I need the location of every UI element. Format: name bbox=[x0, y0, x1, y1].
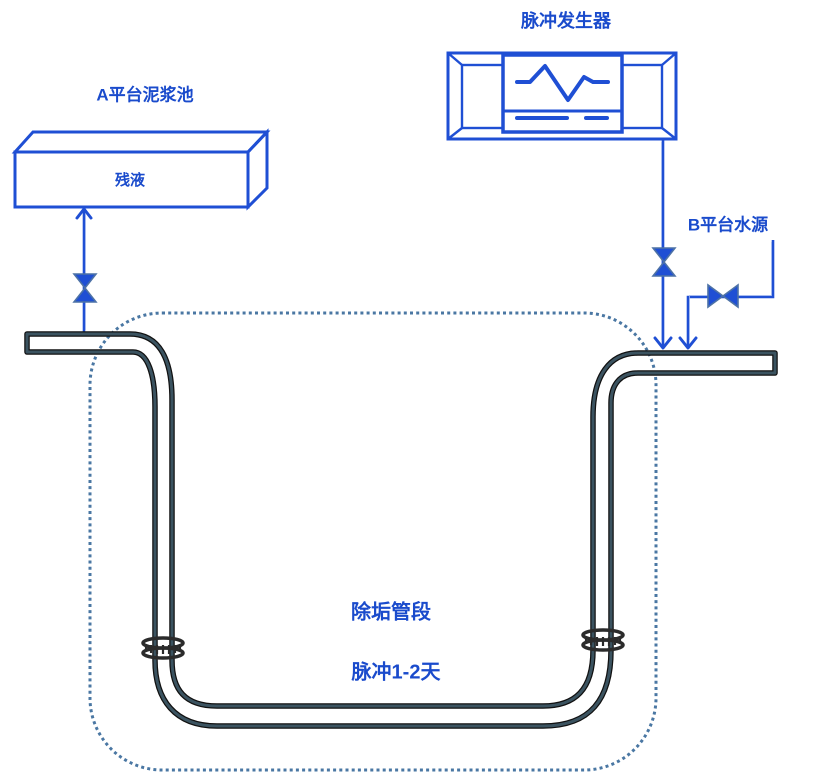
valve-icon bbox=[721, 283, 739, 309]
pulse-generator: 脉冲发生器 bbox=[446, 10, 678, 141]
bevel-line bbox=[661, 127, 677, 140]
tank-a-return-valve bbox=[72, 273, 98, 303]
pulse-generator-outer-frame bbox=[446, 51, 678, 141]
platform-b-water-label: B平台水源 bbox=[688, 214, 768, 234]
descaling-pipe bbox=[24, 331, 778, 729]
tank-top-face bbox=[11, 130, 271, 154]
water-source-valve bbox=[707, 283, 739, 309]
tank-a-return-line bbox=[72, 207, 98, 333]
bevel-line bbox=[447, 52, 463, 66]
pipe-wall bbox=[25, 332, 777, 728]
platform-a-tank-label: A平台泥浆池 bbox=[96, 84, 193, 104]
pulse-generator-valve bbox=[651, 247, 677, 277]
tank-front-face bbox=[13, 150, 250, 209]
bevel-line bbox=[447, 127, 463, 140]
tank-side-face bbox=[246, 128, 269, 211]
tank-content-label: 残液 bbox=[115, 171, 146, 189]
descaling-region-outline bbox=[88, 311, 658, 772]
valve-icon bbox=[707, 283, 725, 309]
pipe-ring-left bbox=[141, 636, 185, 660]
pulse-generator-label: 脉冲发生器 bbox=[520, 10, 612, 31]
valve-icon bbox=[651, 260, 677, 277]
valve-icon bbox=[72, 286, 98, 303]
pulse-duration-label: 脉冲1-2天 bbox=[351, 659, 442, 683]
bevel-line bbox=[661, 52, 677, 66]
ring-bottom bbox=[141, 646, 185, 660]
valve-icon bbox=[651, 247, 677, 264]
pulse-feed-line bbox=[651, 140, 677, 350]
down-arrow-icon bbox=[653, 336, 673, 350]
down-arrow-icon bbox=[678, 336, 698, 350]
up-arrow-icon bbox=[75, 207, 93, 220]
pipe-ring-right bbox=[581, 628, 625, 652]
pipe-section-label: 除垢管段 bbox=[351, 599, 431, 623]
valve-icon bbox=[72, 273, 98, 290]
ring-bottom bbox=[581, 638, 625, 652]
water-feed-line bbox=[678, 240, 775, 350]
waveform-monitor-icon bbox=[501, 53, 624, 134]
platform-a-tank: A平台泥浆池 残液 bbox=[11, 84, 271, 211]
pulse-waveform bbox=[515, 64, 610, 102]
